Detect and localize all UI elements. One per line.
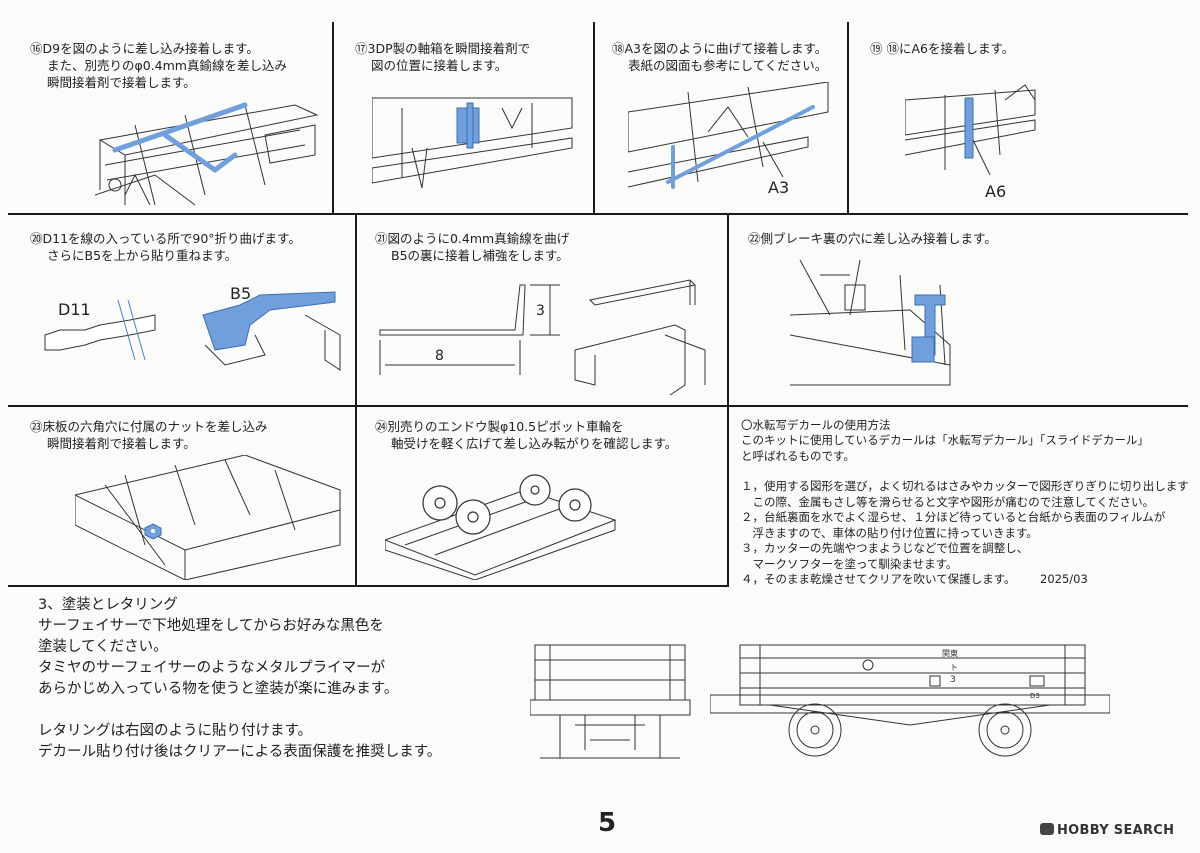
- section-line: デカール貼り付け後はクリアーによる表面保護を推奨します。: [38, 744, 442, 760]
- caption-line: ⑯D9を図のように差し込み接着します。: [30, 41, 259, 56]
- part-label-a6: A6: [985, 182, 1007, 201]
- caption-line: 瞬間接着剤で接着します。: [47, 436, 196, 451]
- step-23-caption: ㉓床板の六角穴に付属のナットを差し込み 瞬間接着剤で接着します。: [30, 418, 268, 452]
- caption-line: ㉑図のように0.4mm真鍮線を曲げ: [375, 231, 570, 246]
- lettering-type: ト: [950, 663, 958, 672]
- decal-step-line: この際、金属もさし等を滑らせると文字や図形が痛むので注意してください。: [741, 494, 1155, 509]
- step-18-figure: [628, 82, 829, 189]
- dimension-3: 3: [536, 303, 545, 319]
- grid-line: [847, 22, 849, 213]
- grid-line: [727, 215, 729, 587]
- page-number: 5: [598, 808, 617, 838]
- step-24-figure: [385, 474, 617, 580]
- grid-line: [332, 22, 334, 213]
- grid-line: [593, 22, 595, 213]
- grid-line: [8, 405, 1188, 407]
- hobby-search-logo: HOBBY SEARCH: [1040, 823, 1174, 838]
- dimension-8: 8: [435, 348, 444, 364]
- part-label-d11: D11: [58, 300, 91, 319]
- decal-step-line: ２，台紙裏面を水でよく湿らせ、１分ほど待っていると台紙から表面のフィルムが: [741, 510, 1166, 524]
- step-19-caption: ⑲ ⑱にA6を接着します。: [870, 40, 1014, 57]
- step-21-caption: ㉑図のように0.4mm真鍮線を曲げ B5の裏に接着し補強をします。: [375, 230, 569, 264]
- step-24-caption: ㉔別売りのエンドウ製φ10.5ピボット車輪を 軸受けを軽く広げて差し込み転がりを…: [375, 418, 677, 452]
- step-20-figure-b5: [202, 291, 341, 371]
- decal-intro-line: と呼ばれるものです。: [741, 448, 855, 463]
- grid-line: [355, 215, 357, 585]
- part-label-a3: A3: [768, 178, 790, 197]
- step-22-figure: [790, 259, 951, 386]
- caption-line: 軸受けを軽く広げて差し込み転がりを確認します。: [391, 436, 678, 451]
- section-title: 3、塗装とレタリング: [38, 597, 178, 613]
- caption-line: B5の裏に接着し補強をします。: [391, 248, 569, 263]
- lettering-code: D3: [1030, 692, 1040, 700]
- decal-step-line: １，使用する図形を選び，よく切れるはさみやカッターで図形ぎりぎりに切り出します: [741, 479, 1189, 493]
- section-line: タミヤのサーフェイサーのようなメタルプライマーが: [38, 660, 386, 676]
- step-21-figure: [379, 279, 706, 395]
- decal-date: 2025/03: [1040, 572, 1088, 586]
- decal-step-line: ３，カッターの先端やつまようじなどで位置を調整し、: [741, 541, 1029, 555]
- section-line: [38, 700, 441, 721]
- section-line: レタリングは右図のように貼り付けます。: [38, 723, 313, 739]
- logo-mark-icon: [1040, 823, 1054, 835]
- decal-step-line: ４，そのまま乾燥させてクリアを吹いて保護します。: [741, 572, 1016, 586]
- decal-step-line: 浮きますので、車体の貼り付け位置に持っていきます。: [741, 525, 1038, 540]
- lettering-number: 3: [950, 675, 956, 685]
- caption-line: ㉒側ブレーキ裏の穴に差し込み接着します。: [748, 231, 997, 246]
- decal-title: 〇水転写デカールの使用方法: [741, 418, 891, 432]
- step-17-figure: [372, 97, 573, 189]
- caption-line: 図の位置に接着します。: [371, 58, 508, 73]
- step-23-figure: [75, 455, 341, 580]
- part-label-b5: B5: [230, 284, 252, 303]
- step-16-figure: [95, 102, 319, 206]
- wagon-end-view: [530, 644, 691, 759]
- caption-line: さらにB5を上から貼り重ねます。: [47, 248, 238, 263]
- step-20-figure-d11: [44, 299, 156, 361]
- step-22-caption: ㉒側ブレーキ裏の穴に差し込み接着します。: [748, 230, 997, 247]
- section-line: サーフェイサーで下地処理をしてからお好みな黒色を: [38, 618, 384, 634]
- decal-step-line: マークソフターを塗って馴染ませます。: [741, 556, 958, 571]
- logo-text: HOBBY SEARCH: [1057, 823, 1175, 838]
- step-18-caption: ⑱A3を図のように曲げて接着します。 表紙の図面も参考にしてください。: [612, 40, 827, 74]
- decal-intro-line: このキットに使用しているデカールは「水転写デカール」「スライドデカール」: [741, 433, 1149, 447]
- caption-line: ㉓床板の六角穴に付属のナットを差し込み: [30, 419, 268, 434]
- wagon-side-view: 関東 ト 3 D3: [710, 644, 1110, 757]
- lettering-owner: 関東: [942, 648, 958, 658]
- section-painting: 3、塗装とレタリング サーフェイサーで下地処理をしてからお好みな黒色を 塗装して…: [38, 595, 441, 763]
- decal-steps: １，使用する図形を選び，よく切れるはさみやカッターで図形ぎりぎりに切り出します …: [741, 479, 1189, 588]
- caption-line: ⑰3DP製の軸箱を瞬間接着剤で: [355, 41, 531, 56]
- step-17-caption: ⑰3DP製の軸箱を瞬間接着剤で 図の位置に接着します。: [355, 40, 530, 74]
- step-19-figure: [905, 84, 1036, 176]
- step-20-caption: ⑳D11を線の入っている所で90°折り曲げます。 さらにB5を上から貼り重ねます…: [30, 230, 301, 264]
- caption-line: 表紙の図面も参考にしてください。: [628, 58, 828, 73]
- caption-line: ⑳D11を線の入っている所で90°折り曲げます。: [30, 231, 301, 246]
- caption-line: また、別売りのφ0.4mm真鍮線を差し込み: [47, 58, 287, 73]
- step-16-caption: ⑯D9を図のように差し込み接着します。 また、別売りのφ0.4mm真鍮線を差し込…: [30, 40, 287, 91]
- section-line: 塗装してください。: [38, 639, 168, 655]
- caption-line: ⑲ ⑱にA6を接着します。: [870, 41, 1015, 56]
- caption-line: ㉔別売りのエンドウ製φ10.5ピボット車輪を: [375, 419, 624, 434]
- caption-line: 瞬間接着剤で接着します。: [47, 75, 196, 90]
- section-line: あらかじめ入っている物を使うと塗装が楽に進みます。: [38, 681, 399, 697]
- grid-line: [8, 585, 728, 587]
- caption-line: ⑱A3を図のように曲げて接着します。: [612, 41, 828, 56]
- decal-intro: このキットに使用しているデカールは「水転写デカール」「スライドデカール」 と呼ば…: [741, 433, 1149, 464]
- grid-line: [8, 213, 1188, 215]
